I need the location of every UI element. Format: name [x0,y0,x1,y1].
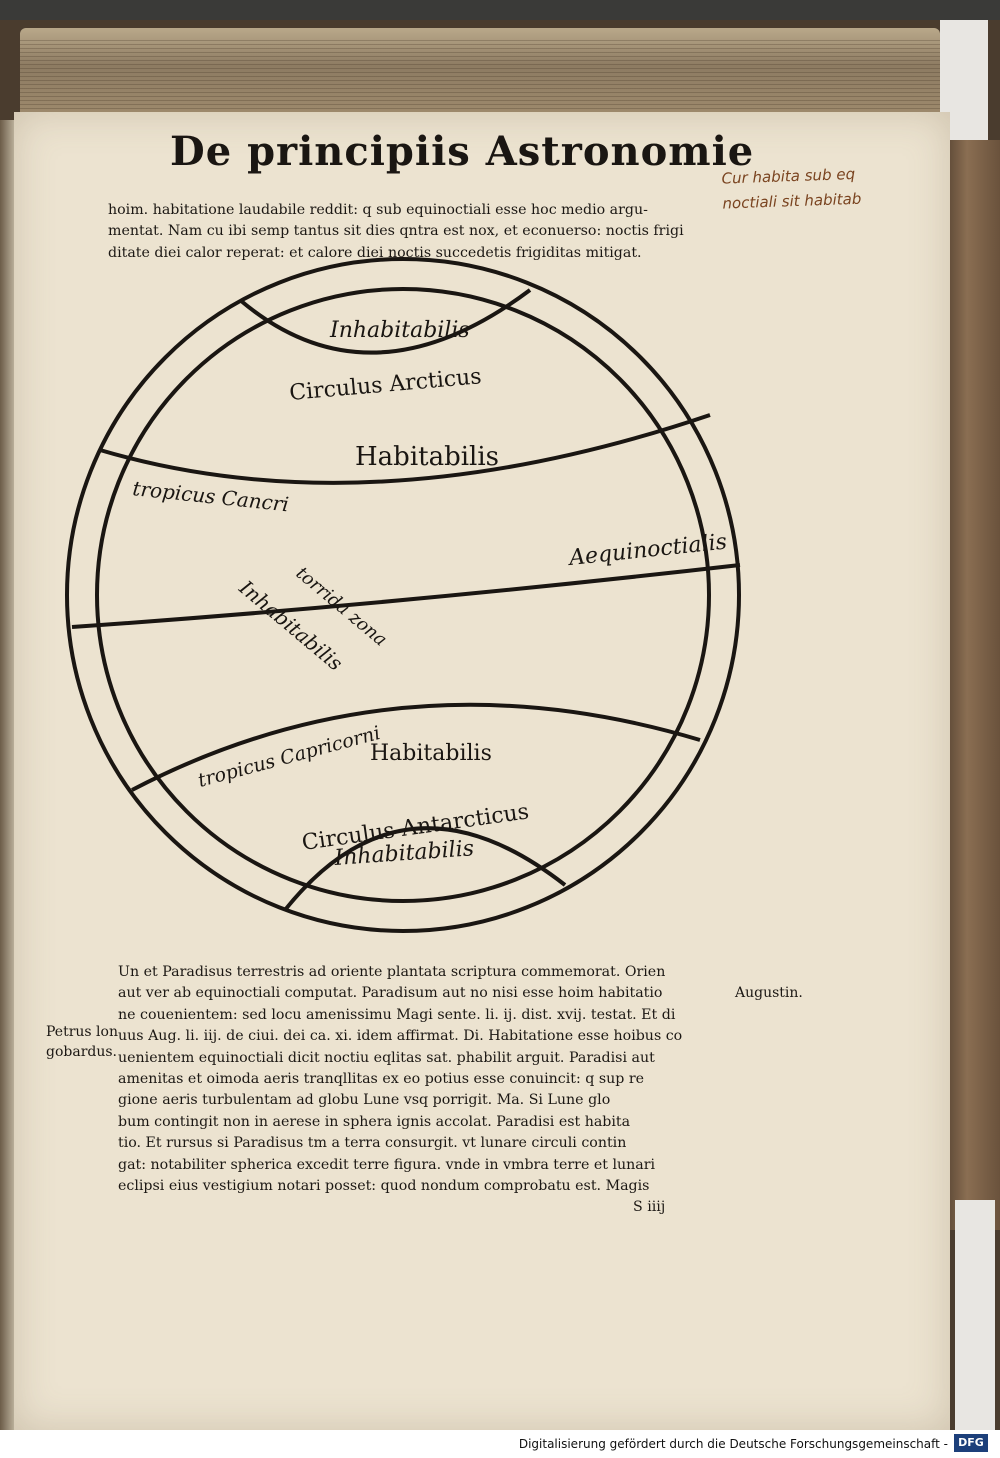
south-cap-arc [283,826,567,912]
text-line: tio. Et rursus si Paradisus tm a terra c… [118,1135,627,1152]
handwritten-marginal-note: Cur habita sub eq noctiali sit habitab [721,159,928,216]
support-tab-bottom [955,1200,995,1430]
label-north-habitable: Habitabilis [355,442,499,472]
tropic-capricorn-line [131,702,701,792]
text-line: gione aeris turbulentam ad globu Lune vs… [118,1092,611,1109]
side-note-right: Augustin. [735,985,803,1001]
text-line-content: eclipsi eius vestigium notari posset: qu… [118,1178,650,1195]
book-cover-edge [945,140,1000,1230]
facing-page-edge [0,120,18,1430]
signature-mark: S iiij [633,1199,666,1216]
text-line: amenitas et oimoda aeris tranqllitas ex … [118,1071,645,1088]
text-line: mentat. Nam cu ibi semp tantus sit dies … [108,223,684,240]
north-cap-arc [238,288,532,355]
label-north-inhabitable: Inhabitabilis [329,318,470,343]
text-line: hoim. habitatione laudabile reddit: q su… [108,202,648,218]
text-line: ne couenientem: sed locu amenissimu Magi… [118,1006,676,1023]
equator-line [71,563,741,629]
label-tropic-capricorn: tropicus Capricorni [196,722,383,792]
running-title: De principiis Astronomie [170,128,755,175]
text-line: ditate diei calor reperat: et calore die… [108,244,642,261]
text-line: Un et Paradisus terrestris ad oriente pl… [118,964,666,980]
side-note-line: gobardus. [46,1044,118,1060]
text-line: bum contingit non in aerese in sphera ig… [118,1113,631,1130]
label-equator: Aequinoctialis [566,530,728,572]
text-line: gat: notabiliter spherica excedit terre … [118,1156,656,1173]
text-line: aut ver ab equinoctiali computat. Paradi… [118,985,663,1002]
page-edge-lines [20,40,940,115]
dfg-logo: DFG [954,1434,988,1452]
label-arctic-circle: Circulus Arcticus [288,364,482,406]
side-note-line: Petrus lon [46,1024,118,1040]
footer-credit: Digitalisierung gefördert durch die Deut… [518,1437,948,1451]
text-line: uenientem equinoctiali dicit noctiu eqli… [118,1049,655,1066]
bottom-paragraph: Un et Paradisus terrestris ad oriente pl… [118,962,682,1219]
outer-circle [65,257,741,933]
side-note-left: Petrus lon gobardus. [46,1022,118,1062]
tropic-cancer-line [99,413,711,485]
text-line: uus Aug. li. iij. de ciui. dei ca. xi. i… [118,1028,683,1045]
inner-circle [95,287,711,903]
footer-bar [0,1430,1000,1458]
page-edges-top [20,28,940,123]
climate-zones-diagram: Inhabitabilis Circulus Arcticus Habitabi… [65,257,741,933]
label-south-habitable: Habitabilis [370,741,492,766]
text-line: eclipsi eius vestigium notari posset: qu… [118,1176,682,1197]
top-paragraph: hoim. habitatione laudabile reddit: q su… [108,200,684,264]
